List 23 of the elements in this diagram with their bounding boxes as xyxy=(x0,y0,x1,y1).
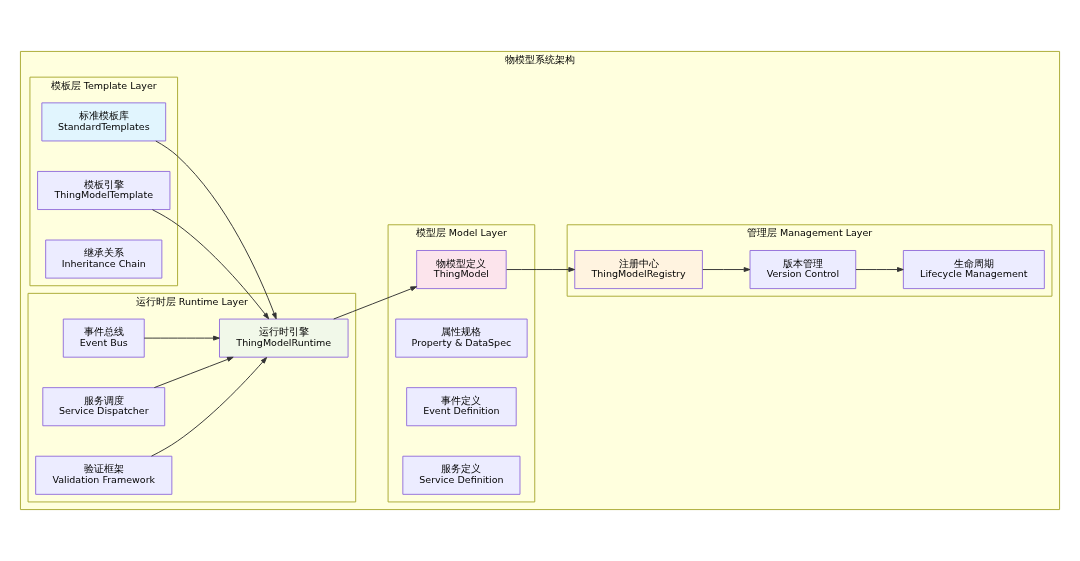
arrow xyxy=(155,140,277,320)
arrow xyxy=(333,286,418,320)
node-box: 继承关系 Inheritance Chain xyxy=(45,239,163,279)
arrow xyxy=(152,209,270,320)
node-box: 版本管理 Version Control xyxy=(749,250,857,290)
arrow xyxy=(855,267,904,273)
node-box: 物模型定义 ThingModel xyxy=(416,250,507,290)
node-box: 事件定义 Event Definition xyxy=(406,387,517,427)
arrow xyxy=(506,267,576,273)
arrow xyxy=(153,356,234,389)
node-box: 运行时引擎 ThingModelRuntime xyxy=(219,318,349,358)
node-box: 标准模板库 StandardTemplates xyxy=(41,102,167,142)
node-box: 服务定义 Service Definition xyxy=(402,455,521,495)
node-box: 注册中心 ThingModelRegistry xyxy=(574,250,703,290)
arrow xyxy=(702,267,751,273)
node-box: 生命周期 Lifecycle Management xyxy=(902,250,1045,290)
node-box: 属性规格 Property & DataSpec xyxy=(395,318,528,358)
arrow xyxy=(143,335,220,341)
node-box: 模板引擎 ThingModelTemplate xyxy=(37,170,171,210)
node-box: 事件总线 Event Bus xyxy=(62,318,145,358)
node-box: 验证框架 Validation Framework xyxy=(35,455,173,495)
arrow xyxy=(151,357,268,457)
node-box: 服务调度 Service Dispatcher xyxy=(42,387,166,427)
